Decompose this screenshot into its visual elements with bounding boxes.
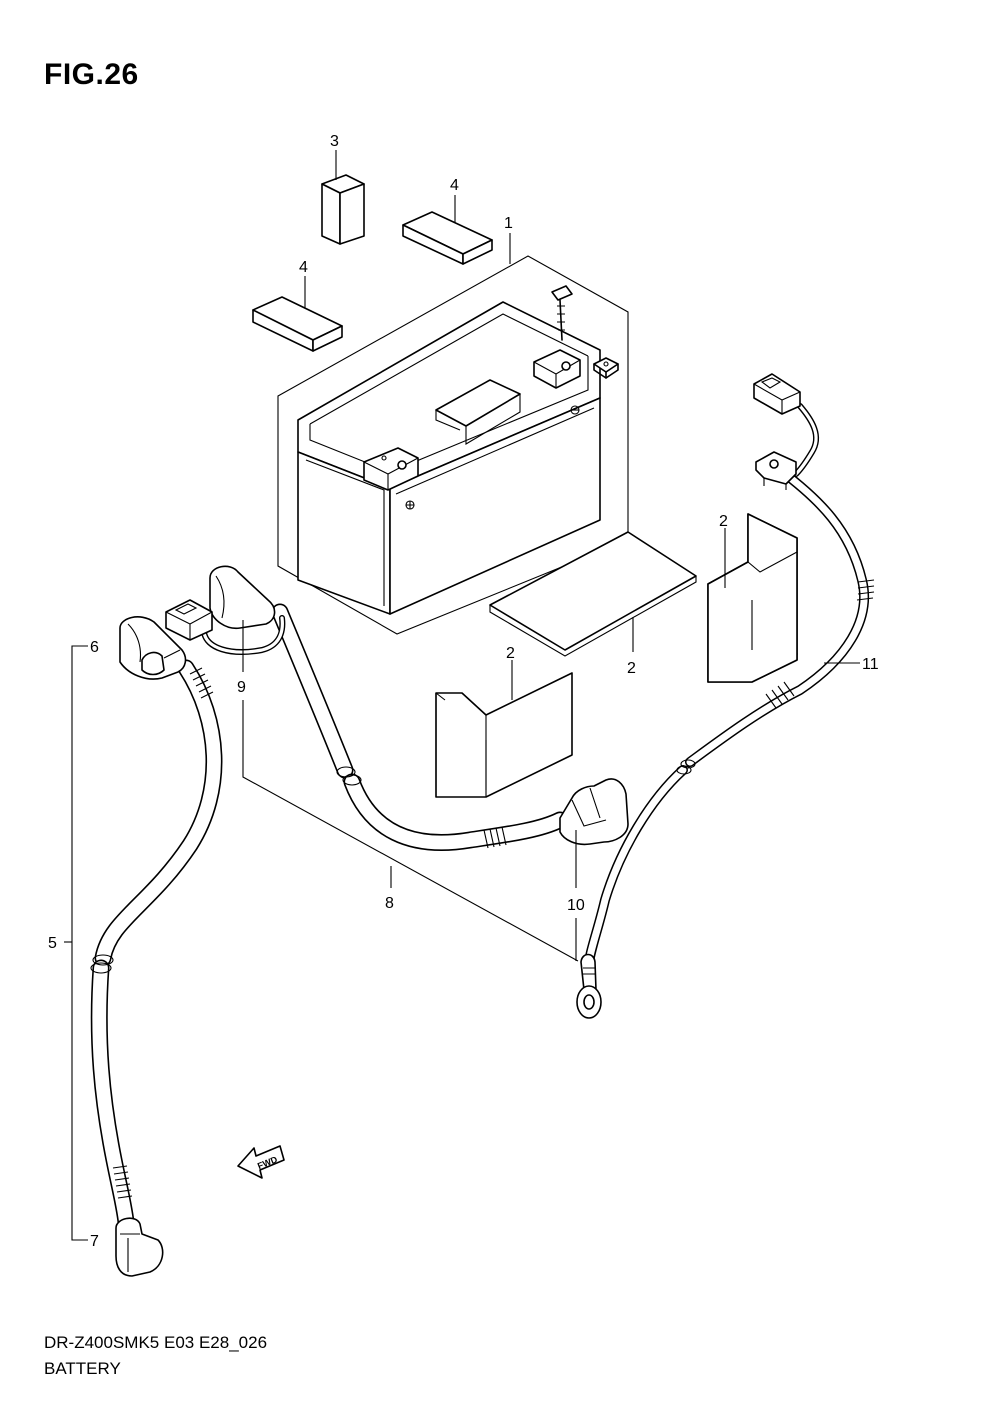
model-code: DR-Z400SMK5 E03 E28_026 — [44, 1333, 268, 1352]
callout-4-lower: 4 — [299, 259, 308, 276]
part-4-pad-upper — [402, 211, 493, 265]
callout-6: 6 — [90, 639, 99, 656]
callout-2-flat: 2 — [627, 660, 636, 677]
callout-3: 3 — [330, 133, 339, 150]
leader-9-bracket — [242, 700, 579, 962]
callout-8: 8 — [385, 895, 394, 912]
callout-11: 11 — [862, 656, 879, 673]
fwd-arrow-icon: FWD — [237, 1145, 285, 1179]
bracket-5 — [71, 645, 88, 1241]
callout-4-upper: 4 — [450, 177, 459, 194]
part-2-pad-middle — [435, 672, 573, 798]
battery — [297, 285, 619, 615]
callout-5: 5 — [48, 935, 57, 952]
callout-7: 7 — [90, 1233, 99, 1250]
part-5-cable — [90, 659, 223, 1231]
part-7-terminal-boot — [115, 1217, 164, 1277]
figure-title: FIG.26 — [44, 58, 139, 91]
part-6-terminal-boot — [119, 616, 187, 680]
callout-1: 1 — [504, 215, 513, 232]
part-11-cable — [576, 373, 875, 1019]
part-3-cover — [321, 174, 365, 245]
part-2-pad-flat — [489, 531, 697, 657]
callout-2-middle: 2 — [506, 645, 515, 662]
callout-2-right: 2 — [719, 513, 728, 530]
part-8-cable — [165, 565, 629, 851]
part-4-pad-lower — [252, 296, 343, 352]
callout-10: 10 — [567, 897, 585, 914]
section-name: BATTERY — [44, 1359, 121, 1378]
part-2-pad-right — [707, 513, 798, 683]
callout-9: 9 — [237, 679, 246, 696]
